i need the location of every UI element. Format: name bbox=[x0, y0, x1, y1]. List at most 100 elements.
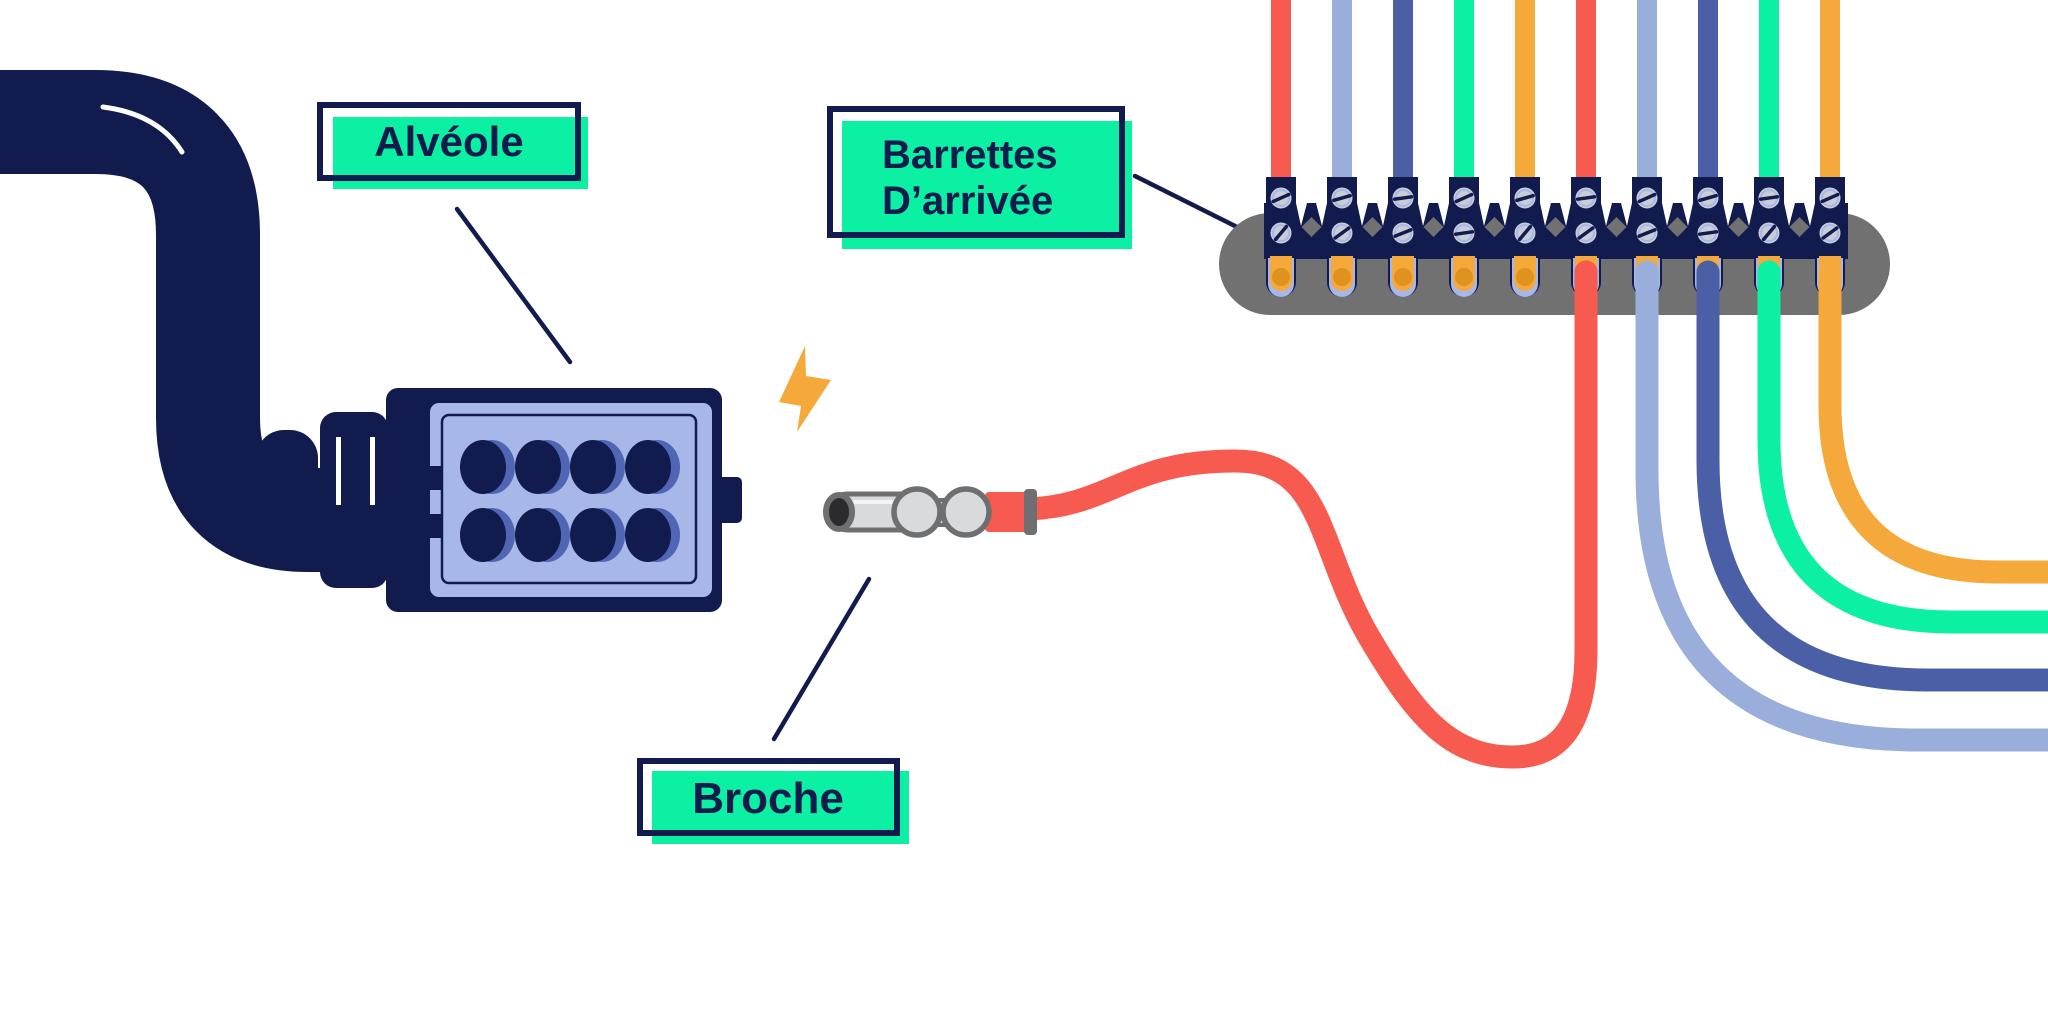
screw-ring bbox=[1516, 189, 1534, 207]
connector-face bbox=[430, 403, 712, 597]
zigzag-notch bbox=[1662, 203, 1673, 226]
broche-leader-line bbox=[771, 576, 872, 742]
screw-slot bbox=[1332, 193, 1352, 203]
alveole-hole bbox=[515, 440, 561, 494]
gap-diamond bbox=[1728, 217, 1749, 237]
outgoing-wires bbox=[1574, 260, 2048, 752]
terminal-strip-zigzag bbox=[1296, 203, 1815, 237]
label-fill bbox=[842, 121, 1132, 249]
label-barrettes: Barrettes D’arrivée bbox=[827, 106, 1132, 249]
ferrule-contact bbox=[1333, 268, 1351, 286]
alveole-leader-line bbox=[454, 206, 573, 365]
screw-slot bbox=[1517, 224, 1533, 242]
screw-slot bbox=[1821, 226, 1839, 240]
lightning-bolt-icon bbox=[779, 346, 831, 432]
screw-slot bbox=[1577, 226, 1595, 240]
zigzag-notch bbox=[1357, 203, 1368, 226]
strain-relief-groove bbox=[370, 437, 375, 505]
screw-slot bbox=[1575, 195, 1597, 201]
wire-bottom-mint bbox=[1757, 260, 2048, 634]
ferrule-contact bbox=[1272, 268, 1290, 286]
gap-diamond bbox=[1301, 217, 1322, 237]
alveole-hole bbox=[625, 440, 671, 494]
screw-ring bbox=[1333, 224, 1351, 242]
ferrule-contact bbox=[1516, 268, 1534, 286]
terminal-modules bbox=[1266, 177, 1845, 297]
label-alveole-text: Alvéole bbox=[374, 118, 523, 165]
zigzag-notch bbox=[1316, 203, 1327, 226]
label-broche-text: Broche bbox=[692, 774, 844, 823]
alveole-hole bbox=[460, 440, 506, 494]
connector-key-notch bbox=[428, 466, 441, 490]
gap-diamond bbox=[1423, 217, 1444, 237]
screw-ring bbox=[1638, 224, 1656, 242]
gap-diamond bbox=[1789, 217, 1810, 237]
connector-holes bbox=[460, 440, 680, 562]
pin-bulge bbox=[891, 486, 943, 538]
screw-ring bbox=[1821, 224, 1839, 242]
zigzag-notch bbox=[1743, 203, 1754, 226]
wire-bottom-indigo bbox=[1696, 260, 2048, 692]
zigzag-notch bbox=[1296, 203, 1307, 226]
zigzag-notch bbox=[1784, 203, 1795, 226]
connector-key-notch bbox=[428, 514, 441, 538]
zigzag-notch bbox=[1621, 203, 1632, 226]
zigzag-notch bbox=[1804, 203, 1815, 226]
screw-ring bbox=[1333, 189, 1351, 207]
label-frame bbox=[827, 106, 1125, 238]
screw-slot bbox=[1454, 192, 1474, 204]
strain-relief-bump bbox=[256, 430, 318, 570]
screw-slot bbox=[1761, 224, 1777, 242]
screw-ring bbox=[1272, 189, 1290, 207]
screw-ring bbox=[1516, 224, 1534, 242]
ferrule-contact bbox=[1455, 268, 1473, 286]
pin-crimp-cap bbox=[1024, 489, 1037, 535]
screw-ring bbox=[1394, 224, 1412, 242]
zigzag-notch bbox=[1377, 203, 1388, 226]
screw-slot bbox=[1698, 193, 1718, 203]
gap-diamond bbox=[1667, 217, 1688, 237]
alveole-hole bbox=[570, 508, 616, 562]
screw-slot bbox=[1637, 228, 1657, 238]
label-frame bbox=[637, 758, 900, 836]
screw-slot bbox=[1697, 230, 1719, 236]
label-broche: Broche bbox=[637, 758, 909, 844]
connector-latch-tab bbox=[716, 477, 742, 523]
screw-ring bbox=[1760, 224, 1778, 242]
screw-ring bbox=[1455, 189, 1473, 207]
screw-slot bbox=[1758, 195, 1780, 201]
gap-diamond bbox=[1606, 217, 1627, 237]
pin-broche bbox=[823, 486, 1037, 538]
alveole-hole bbox=[515, 508, 561, 562]
screw-ring bbox=[1699, 189, 1717, 207]
screw-slot bbox=[1333, 226, 1351, 240]
alveole-hole bbox=[460, 508, 506, 562]
screw-ring bbox=[1577, 224, 1595, 242]
zigzag-notch bbox=[1418, 203, 1429, 226]
zigzag-notch bbox=[1438, 203, 1449, 226]
screw-slot bbox=[1453, 230, 1475, 236]
strain-relief-groove bbox=[336, 437, 341, 505]
label-barrettes-text-line1: Barrettes bbox=[882, 133, 1058, 177]
pin-crimp bbox=[985, 492, 1031, 532]
connector-face-outline bbox=[440, 413, 698, 585]
screw-slot bbox=[1393, 228, 1413, 238]
gap-diamond bbox=[1484, 217, 1505, 237]
pin-tip-opening bbox=[823, 492, 855, 532]
screw-slot bbox=[1820, 192, 1840, 204]
barrettes-leader-line bbox=[1132, 173, 1250, 235]
screw-slot bbox=[1271, 192, 1291, 204]
screw-slot bbox=[1273, 224, 1289, 242]
zigzag-notch bbox=[1601, 203, 1612, 226]
screw-ring bbox=[1272, 224, 1290, 242]
strain-relief-ridges bbox=[320, 412, 388, 588]
gap-diamond bbox=[1545, 217, 1566, 237]
label-barrettes-text-line2: D’arrivée bbox=[882, 179, 1053, 223]
zigzag-notch bbox=[1723, 203, 1734, 226]
pin-bulge bbox=[940, 486, 992, 538]
zigzag-notch bbox=[1540, 203, 1551, 226]
zigzag-notch bbox=[1499, 203, 1510, 226]
cable-highlight bbox=[100, 104, 185, 155]
screw-ring bbox=[1821, 189, 1839, 207]
wire-red-to-pin bbox=[1018, 260, 1598, 769]
